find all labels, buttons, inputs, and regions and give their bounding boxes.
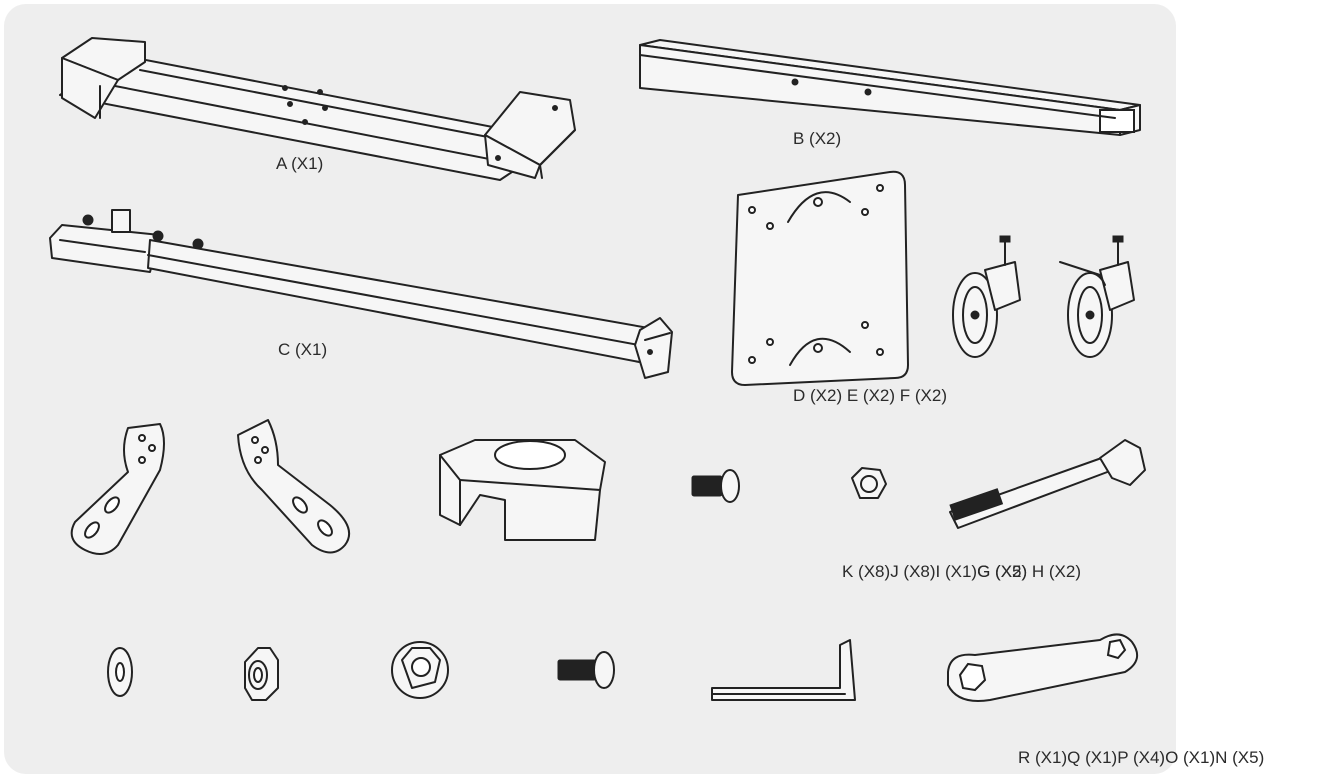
- label-b: B (X2): [793, 129, 842, 148]
- part-d-vesa-plate: [731, 170, 909, 386]
- part-bracket-right: [237, 419, 350, 554]
- label-r: R (X1): [1018, 748, 1068, 767]
- part-b-square-tube: [639, 39, 1141, 136]
- part-a-base-frame: [59, 37, 576, 181]
- label-a: A (X1): [276, 154, 324, 173]
- label-o: O (X1): [1165, 748, 1216, 767]
- label-g: G (X2): [977, 562, 1028, 581]
- part-wrench: [947, 633, 1139, 702]
- part-i-end-cap: [439, 439, 606, 541]
- label-g-overlap: G (X5): [977, 562, 1028, 581]
- part-r-hex-key: [711, 639, 856, 701]
- label-row-kjigh: K (X8)J (X8)I (X1)G (X2)G (X5) H (X2): [842, 562, 1081, 582]
- label-e: E (X2): [846, 386, 896, 405]
- label-k: K (X8): [842, 562, 891, 581]
- part-h-long-bolt: [949, 439, 1146, 529]
- part-bracket-left: [70, 423, 165, 555]
- label-h: H (X2): [1031, 562, 1082, 581]
- label-q: Q (X1): [1067, 748, 1118, 767]
- part-p-flange-nut: [391, 641, 449, 699]
- label-row-rqpon: R (X1)Q (X1)P (X4)O (X1)N (X5): [1018, 748, 1264, 768]
- label-p: P (X4): [1117, 748, 1166, 767]
- part-j-hex-nut: [851, 467, 887, 499]
- part-n-washer: [107, 647, 133, 697]
- label-f: F (X2): [899, 386, 948, 405]
- label-i: I (X1): [935, 562, 978, 581]
- label-d: D (X2): [793, 386, 843, 405]
- part-f-caster-brake: [1059, 235, 1135, 358]
- parts-panel: [4, 4, 1176, 774]
- label-n: N (X5): [1215, 748, 1265, 767]
- part-o-cap-nut: [244, 647, 279, 701]
- part-e-caster: [952, 235, 1021, 358]
- label-row-def: D (X2) E (X2) F (X2): [793, 386, 947, 406]
- label-c: C (X1): [278, 340, 328, 359]
- label-j: J (X8): [890, 562, 936, 581]
- part-c-telescopic-bar: [49, 209, 673, 379]
- part-g-bolt-short: [691, 469, 740, 503]
- part-q-button-bolt: [557, 651, 615, 689]
